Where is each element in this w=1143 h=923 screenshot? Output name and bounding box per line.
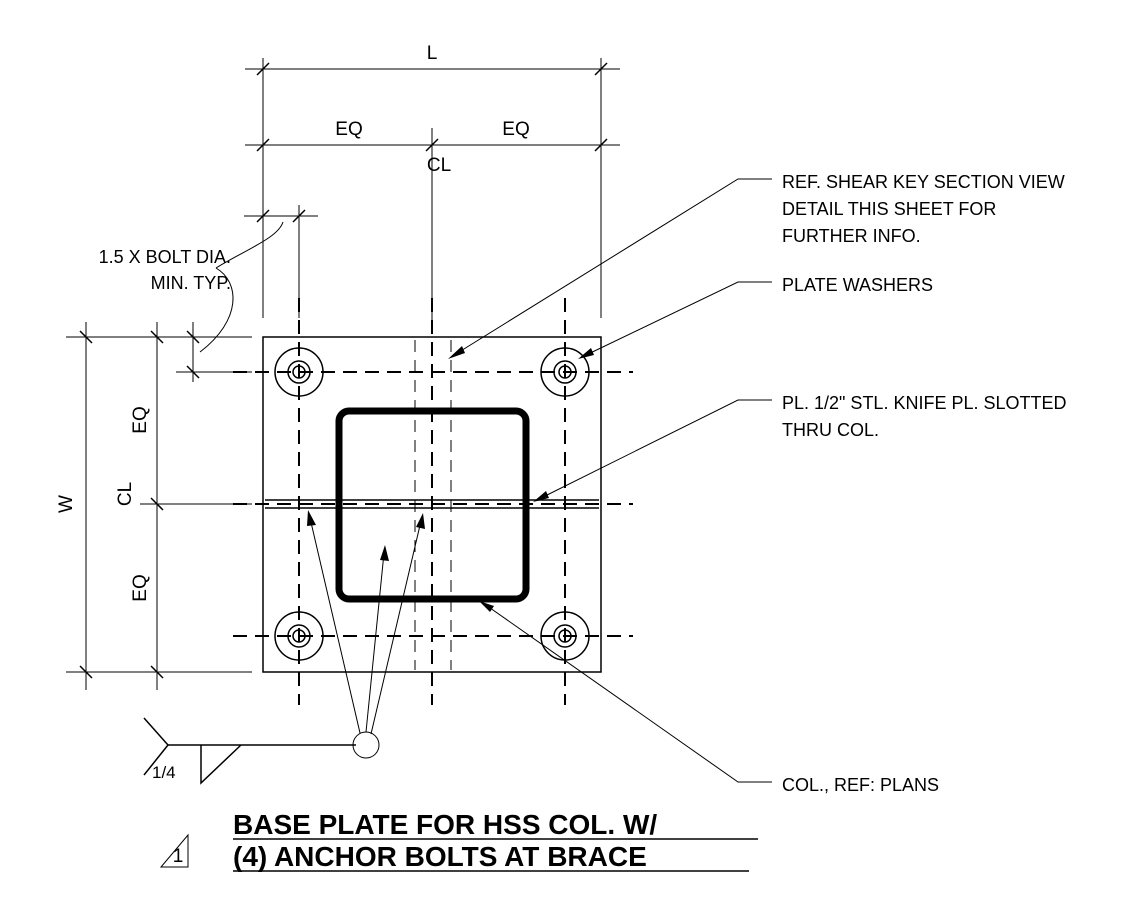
dimension-label-eq-top: EQ: [130, 406, 151, 433]
weld-arrowhead: [307, 510, 316, 526]
anchor-bolt: [292, 365, 306, 379]
weld-size-label: 1/4: [152, 763, 176, 782]
dimension-tick: [150, 497, 164, 511]
centerline-label-top: CL: [427, 155, 451, 176]
edge-distance-note-line1: 1.5 X BOLT DIA.: [99, 247, 231, 267]
callout-notes: REF. SHEAR KEY SECTION VIEW DETAIL THIS …: [448, 172, 1066, 795]
anchor-bolt: [558, 629, 572, 643]
dimension-tick: [186, 330, 200, 344]
weld-arrowhead: [416, 513, 425, 529]
dimension-tick: [256, 62, 270, 76]
shear-key-note-line2: DETAIL THIS SHEET FOR: [782, 199, 996, 219]
anchor-bolt-bottom-left: [274, 611, 324, 661]
leader-line: [199, 267, 234, 353]
left-dimensions: W EQ EQ CL: [56, 322, 252, 690]
anchor-bolt: [292, 629, 306, 643]
knife-plate-note-line2: THRU COL.: [782, 420, 879, 440]
leader-line: [450, 178, 772, 358]
plate-washers-note: PLATE WASHERS: [782, 275, 933, 295]
dimension-tick: [594, 138, 608, 152]
bolt-hole: [553, 624, 577, 648]
weld-arrow-line: [365, 552, 385, 733]
weld-arrow-line: [309, 517, 361, 734]
knife-plate-note-line1: PL. 1/2" STL. KNIFE PL. SLOTTED: [782, 393, 1066, 413]
top-dimensions: L EQ EQ CL: [244, 43, 620, 318]
dimension-tick: [292, 209, 306, 223]
dimension-label-eq-bottom: EQ: [130, 574, 151, 601]
leader-line: [536, 399, 772, 501]
leader-arrowhead: [533, 491, 549, 502]
anchor-bolt: [558, 365, 572, 379]
edge-distance-note-line2: MIN. TYP.: [151, 273, 231, 293]
dimension-label-eq-left: EQ: [335, 119, 362, 140]
leader-line: [482, 602, 772, 783]
leader-arrowhead: [578, 348, 594, 359]
dimension-tick: [79, 330, 93, 344]
anchor-bolt-top-right: [540, 347, 590, 397]
column-note: COL., REF: PLANS: [782, 775, 939, 795]
dimension-tick: [150, 665, 164, 679]
plate-washer: [540, 347, 590, 397]
fillet-weld-symbol: [200, 744, 242, 785]
dimension-label-width: W: [56, 495, 77, 513]
leader-arrowhead: [479, 601, 494, 612]
title-line1: BASE PLATE FOR HSS COL. W/: [233, 809, 657, 840]
weld-arrowhead: [380, 545, 389, 561]
dimension-tick: [594, 62, 608, 76]
title-line2: (4) ANCHOR BOLTS AT BRACE: [233, 841, 647, 872]
centerline-label-side: CL: [115, 482, 136, 506]
detail-number: 1: [173, 846, 184, 867]
dimension-tick: [186, 365, 200, 379]
dimension-tick: [256, 209, 270, 223]
anchor-bolt-top-left: [274, 347, 324, 397]
weld-symbol: 1/4: [143, 510, 425, 785]
bolt-hole: [287, 360, 311, 384]
dimension-tick: [150, 330, 164, 344]
detail-title: 1 BASE PLATE FOR HSS COL. W/ (4) ANCHOR …: [159, 809, 758, 872]
weld-tail: [143, 717, 169, 776]
weld-arrow-line: [370, 520, 422, 735]
leader-line: [215, 221, 284, 269]
leader-arrowhead: [448, 346, 465, 359]
dimension-label-eq-right: EQ: [502, 119, 529, 140]
shear-key-note-line3: FURTHER INFO.: [782, 226, 921, 246]
dimension-tick: [79, 665, 93, 679]
bolt-hole: [287, 624, 311, 648]
plate-washer: [274, 611, 324, 661]
dimension-tick: [256, 138, 270, 152]
edge-distance-note: 1.5 X BOLT DIA. MIN. TYP.: [99, 221, 284, 353]
hss-column: [335, 407, 530, 603]
plate-washer: [274, 347, 324, 397]
base-plate: [233, 128, 633, 705]
shear-key-note-line1: REF. SHEAR KEY SECTION VIEW: [782, 172, 1065, 192]
weld-all-around-symbol: [352, 731, 380, 759]
detail-number-triangle: [159, 833, 189, 868]
leader-line: [581, 281, 772, 358]
dimension-label-length: L: [427, 43, 438, 64]
bolt-hole: [553, 360, 577, 384]
